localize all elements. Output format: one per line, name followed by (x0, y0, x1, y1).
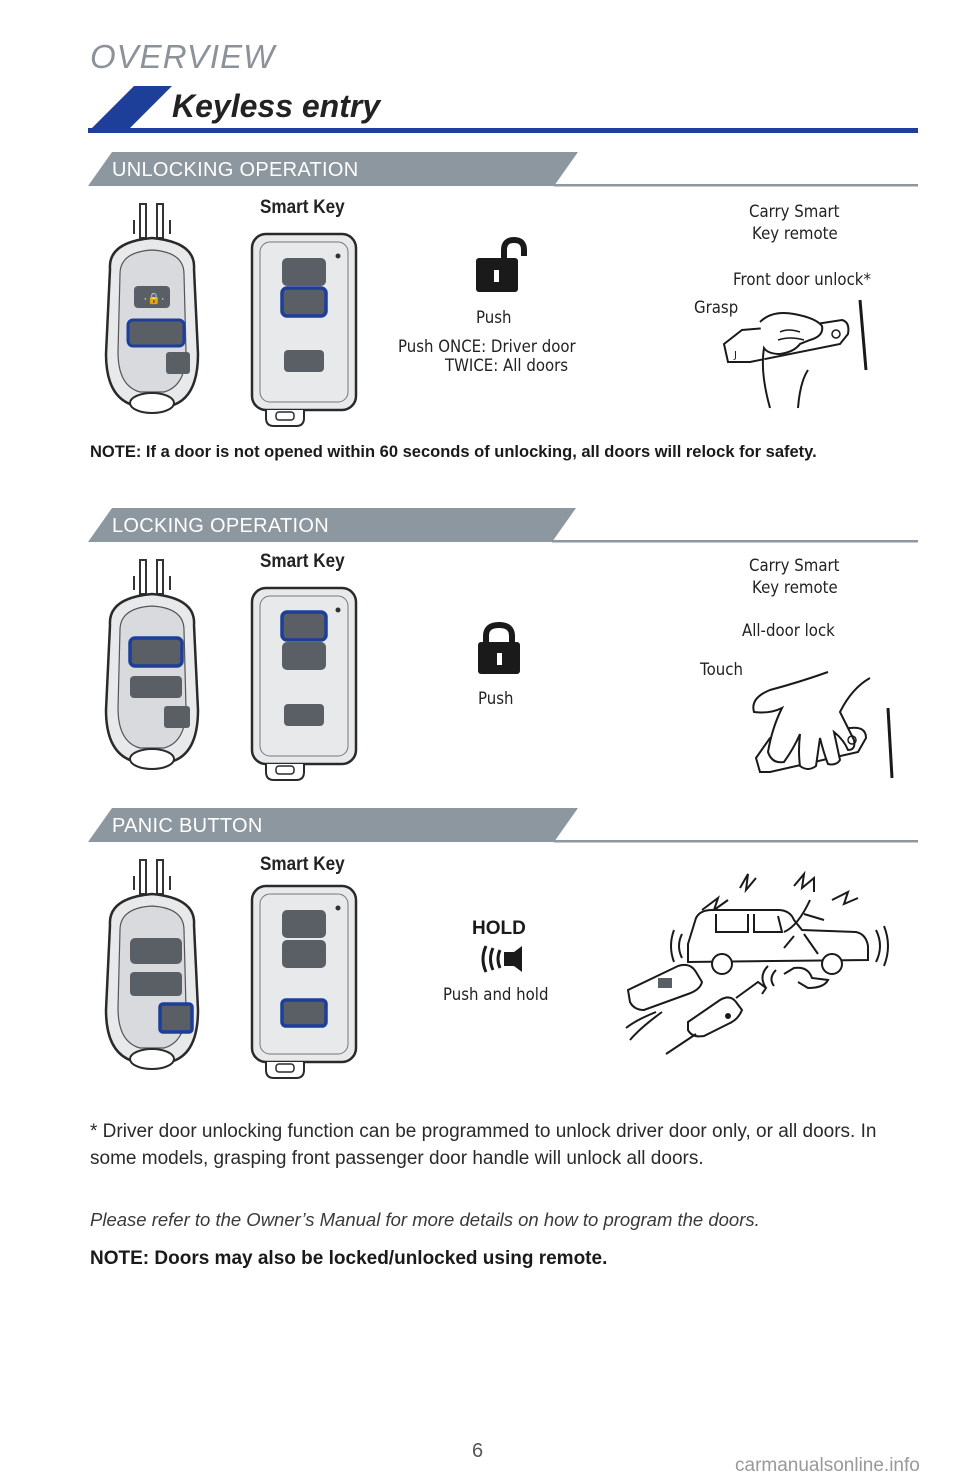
title-banner (88, 86, 918, 133)
hand-grasp-illustration: J (722, 299, 868, 409)
page-title: Keyless entry (172, 88, 381, 124)
smart-key-remote (250, 232, 358, 428)
touch-label: Touch (700, 660, 743, 680)
watermark-text: carmanualsonline.info (735, 1455, 920, 1476)
section-banner-panic (88, 808, 918, 843)
section-banner-locking (88, 508, 918, 543)
push-label: Push (478, 689, 514, 709)
fob-panic-button (158, 1002, 194, 1034)
panic-hold-icon (481, 945, 522, 973)
remote-note: NOTE: Doors may also be locked/unlocked … (90, 1248, 608, 1269)
push-detail-once: Push ONCE: Driver door (398, 337, 576, 357)
fob-lock-button (134, 286, 170, 308)
overview-heading: OVERVIEW (90, 38, 276, 75)
smart-key-remote (250, 586, 358, 782)
smart-key-label: Smart Key (260, 197, 345, 218)
smart-key-label: Smart Key (260, 854, 345, 875)
fob-panic-button (166, 352, 190, 374)
push-label: Push (476, 308, 512, 328)
lock-closed-icon (478, 621, 520, 674)
carry-label-line1: Carry Smart (749, 556, 840, 576)
fob-lock-button (128, 636, 184, 668)
relock-note: NOTE: If a door is not opened within 60 … (90, 443, 817, 461)
fob-panic-button (164, 706, 190, 728)
all-door-lock-label: All-door lock (742, 621, 835, 641)
fob-unlock-button (130, 676, 182, 698)
page-number: 6 (472, 1440, 484, 1462)
svg-text:·🔒·: ·🔒· (143, 292, 164, 305)
fob-unlock-button (130, 972, 182, 996)
push-and-hold-label: Push and hold (443, 985, 549, 1005)
section-title-unlocking: UNLOCKING OPERATION (112, 159, 359, 181)
section-banner-unlocking (88, 152, 918, 187)
smart-key-label: Smart Key (260, 551, 345, 572)
key-fob-remote (104, 858, 200, 1071)
carry-label-line2: Key remote (752, 224, 838, 244)
section-title-panic: PANIC BUTTON (112, 815, 263, 837)
lock-open-icon (476, 236, 527, 292)
hand-touch-illustration (752, 671, 894, 779)
fob-unlock-button (126, 318, 186, 348)
front-door-unlock-label: Front door unlock* (733, 270, 871, 290)
manual-reference: Please refer to the Owner’s Manual for m… (90, 1209, 760, 1230)
smart-key-remote (250, 884, 358, 1080)
key-fob-remote (104, 558, 200, 771)
grasp-label: Grasp (694, 298, 739, 318)
carry-label-line2: Key remote (752, 578, 838, 598)
push-detail-twice: TWICE: All doors (445, 356, 569, 376)
fob-lock-button (130, 938, 182, 964)
footnote-text: * Driver door unlocking function can be … (90, 1121, 877, 1169)
section-title-locking: LOCKING OPERATION (112, 515, 329, 537)
svg-text:J: J (733, 350, 737, 361)
hold-label: HOLD (472, 918, 526, 939)
panic-alarm-illustration (625, 870, 889, 1055)
carry-label-line1: Carry Smart (749, 202, 840, 222)
key-fob-remote: ·🔒· (104, 202, 200, 415)
